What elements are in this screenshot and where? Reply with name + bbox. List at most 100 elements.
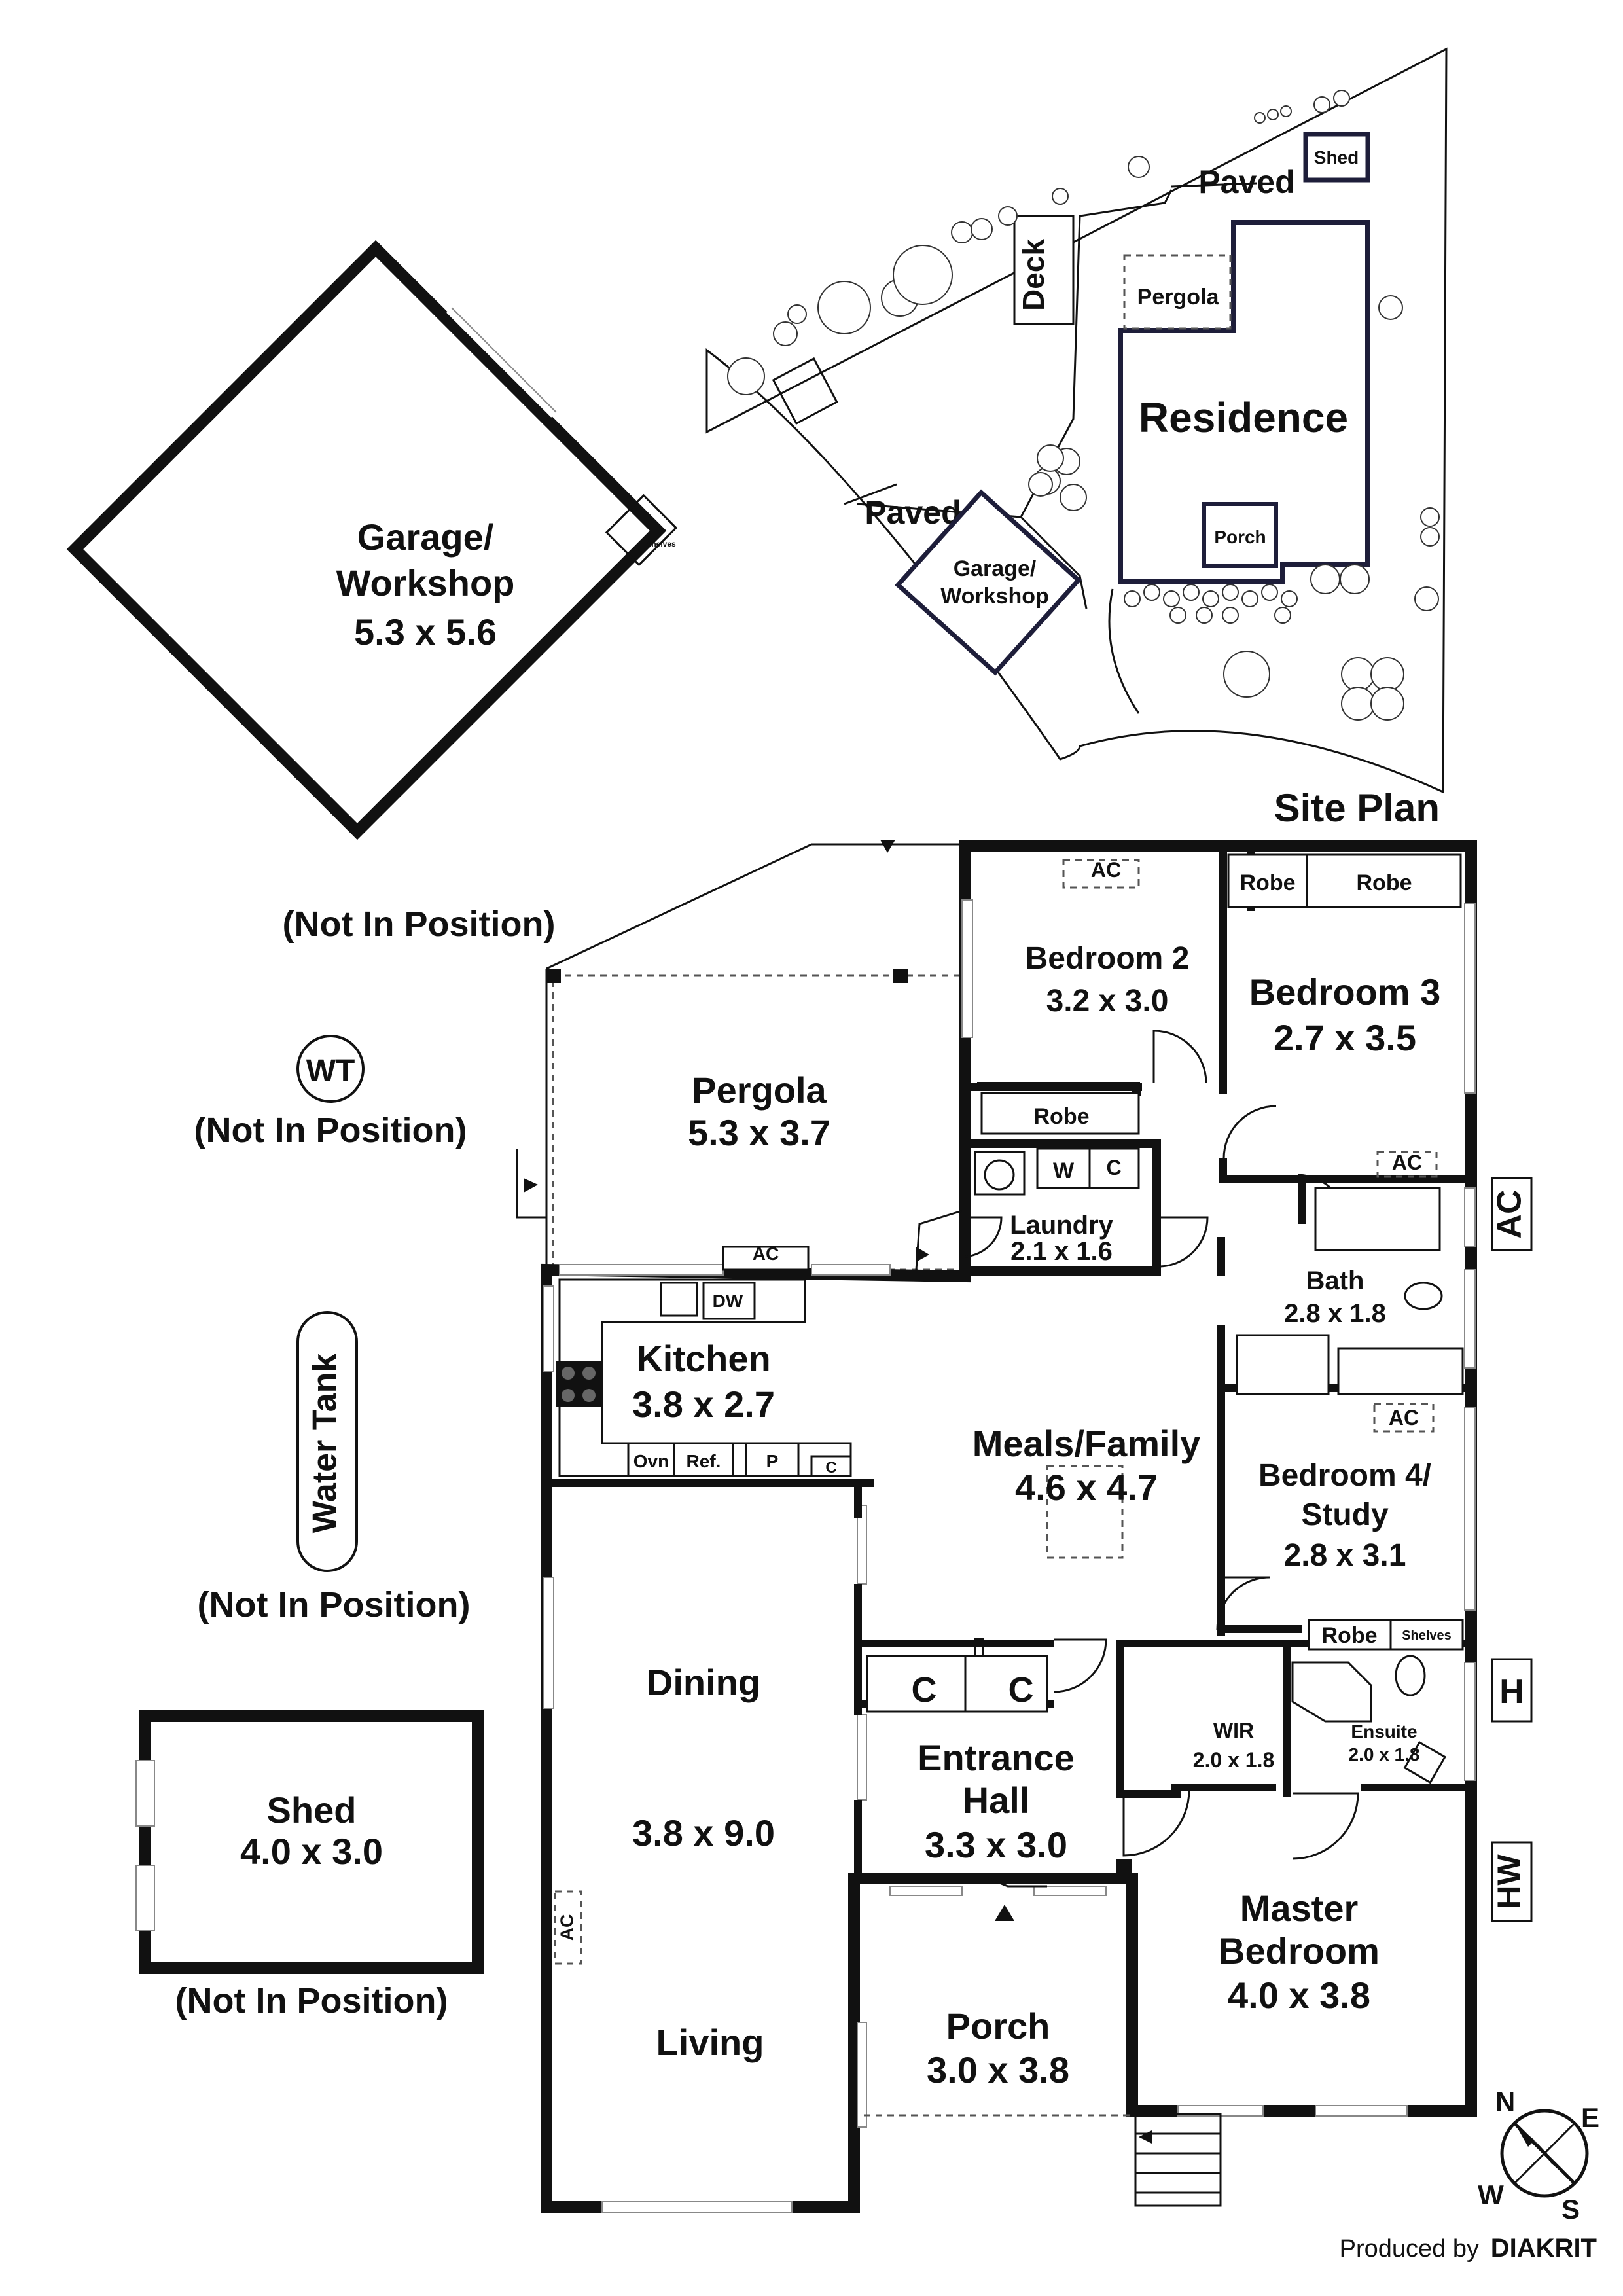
ac-unit (1373, 1403, 1435, 1433)
site-pergola-label: Pergola (1137, 285, 1220, 310)
ensuite-toilet (1395, 1655, 1426, 1696)
water-tank-not-in-position: (Not In Position) (198, 1585, 471, 1624)
garage-label-line2: Workshop (336, 562, 515, 603)
bedroom-3-robe-right (1306, 853, 1462, 908)
north-entry-arrow (880, 840, 895, 853)
master-bedroom-dimensions: 4.0 x 3.8 (1228, 1975, 1370, 2016)
bathtub (1314, 1187, 1441, 1251)
bedroom-4-dimensions: 2.8 x 3.1 (1284, 1538, 1406, 1573)
front-steps (916, 1247, 1222, 2207)
compass-e: E (1581, 2102, 1599, 2133)
hot-water-unit (1491, 1841, 1533, 1922)
kitchen-sink (660, 1282, 698, 1317)
residence-label: Residence (1139, 394, 1348, 441)
porch-label: Porch (946, 2005, 1050, 2047)
pergola-entry-arrow (524, 1178, 538, 1193)
ac-unit (1376, 1151, 1438, 1178)
master-bedroom-label-line1: Master (1240, 1888, 1359, 1929)
wt-symbol (296, 1035, 365, 1103)
outbuildings: WT (Not In Position) Water Tank (Not In … (135, 1035, 484, 2020)
bedroom-2-dimensions: 3.2 x 3.0 (1046, 984, 1169, 1018)
master-bedroom-label-line2: Bedroom (1219, 1930, 1380, 1971)
window (961, 899, 973, 1038)
site-deck (1013, 215, 1075, 325)
site-planter-box (772, 357, 838, 425)
compass: N E S W (1478, 2086, 1599, 2225)
outdoor-ac-unit (1491, 1177, 1533, 1251)
window (601, 2201, 793, 2213)
wir-label: WIR (1213, 1719, 1254, 1742)
window (1464, 1187, 1476, 1247)
window (1464, 903, 1476, 1094)
porch-dimensions: 3.0 x 3.8 (927, 2049, 1069, 2090)
fridge-space (673, 1442, 734, 1477)
dishwasher (702, 1282, 756, 1320)
entrance-cupboard-2-label: C (1008, 1670, 1034, 1710)
laundry-cupboard (1088, 1147, 1140, 1189)
wir-dimensions: 2.0 x 1.8 (1193, 1748, 1275, 1772)
deck-label: Deck (1016, 239, 1050, 311)
oven-label: Ovn (633, 1451, 669, 1471)
wt-label: WT (306, 1054, 355, 1088)
ac-unit (554, 1890, 582, 1965)
site-plan: Deck Pergola Residence Porch Shed Paved … (705, 47, 1448, 830)
cooktop (556, 1361, 601, 1407)
window (543, 1285, 554, 1372)
ensuite-basin (1403, 1740, 1446, 1784)
pergola-post (893, 969, 908, 983)
window (889, 1886, 963, 1896)
window (857, 1714, 867, 1801)
water-tank-label: Water Tank (306, 1354, 344, 1534)
window (857, 2022, 867, 2128)
ac-unit (722, 1246, 810, 1271)
laundry-cupboard-label: C (1106, 1156, 1121, 1179)
window (811, 1264, 891, 1276)
site-plan-title: Site Plan (1274, 786, 1440, 830)
garage-shelves-label: Shelves (646, 539, 676, 548)
ac-label: AC (556, 1914, 577, 1941)
fridge-label: Ref. (687, 1451, 721, 1471)
dining-living-dimensions: 3.8 x 9.0 (632, 1812, 775, 1854)
site-boundary (705, 47, 1448, 794)
wt-not-in-position: (Not In Position) (194, 1111, 467, 1150)
window (559, 1264, 724, 1276)
garage-dimensions: 5.3 x 5.6 (354, 611, 497, 653)
garage-not-in-position: (Not In Position) (283, 905, 556, 944)
credit: Produced by DIAKRIT (1340, 2234, 1597, 2263)
site-shed (1303, 132, 1370, 183)
shed-label: Shed (267, 1789, 357, 1831)
ac-label: AC (753, 1244, 779, 1264)
site-porch-outline (1202, 502, 1278, 568)
window (1464, 1269, 1476, 1369)
bedroom-3-dimensions: 2.7 x 3.5 (1274, 1017, 1416, 1058)
site-porch-label: Porch (1214, 527, 1266, 547)
garage-workshop: Shelves Garage/ Workshop 5.3 x 5.6 (Not … (66, 240, 678, 944)
garage-shelves (605, 493, 678, 567)
entrance-hall-dimensions: 3.3 x 3.0 (925, 1824, 1067, 1865)
compass-n: N (1495, 2086, 1515, 2117)
shed-window-upper (135, 1760, 155, 1827)
pergola-step (516, 1149, 546, 1219)
compass-north-arrow (1515, 2124, 1535, 2147)
kitchen-cupboard-label: C (825, 1459, 836, 1477)
entrance-hall-label-line1: Entrance (918, 1737, 1075, 1778)
kitchen-cupboard (810, 1455, 852, 1477)
ensuite-shower (1291, 1661, 1372, 1723)
bedroom-2-label: Bedroom 2 (1026, 941, 1190, 976)
bedroom-4-label-line1: Bedroom 4/ (1258, 1458, 1431, 1493)
bedroom-3-robe-left (1227, 853, 1308, 908)
kitchen-label: Kitchen (636, 1338, 770, 1379)
shed-walls (139, 1710, 484, 1974)
vanity (1337, 1347, 1464, 1395)
shower (1236, 1334, 1330, 1395)
ensuite-label: Ensuite (1351, 1721, 1417, 1742)
bedroom-3-label: Bedroom 3 (1249, 971, 1441, 1013)
kitchen-dimensions: 3.8 x 2.7 (632, 1384, 775, 1425)
living-label: Living (656, 2022, 764, 2063)
ac-label: AC (1392, 1151, 1422, 1174)
garage-walls (66, 240, 667, 840)
washing-machine-label: W (1053, 1158, 1075, 1183)
fixtures (554, 853, 1533, 1965)
paved-left-label: Paved (865, 494, 961, 531)
